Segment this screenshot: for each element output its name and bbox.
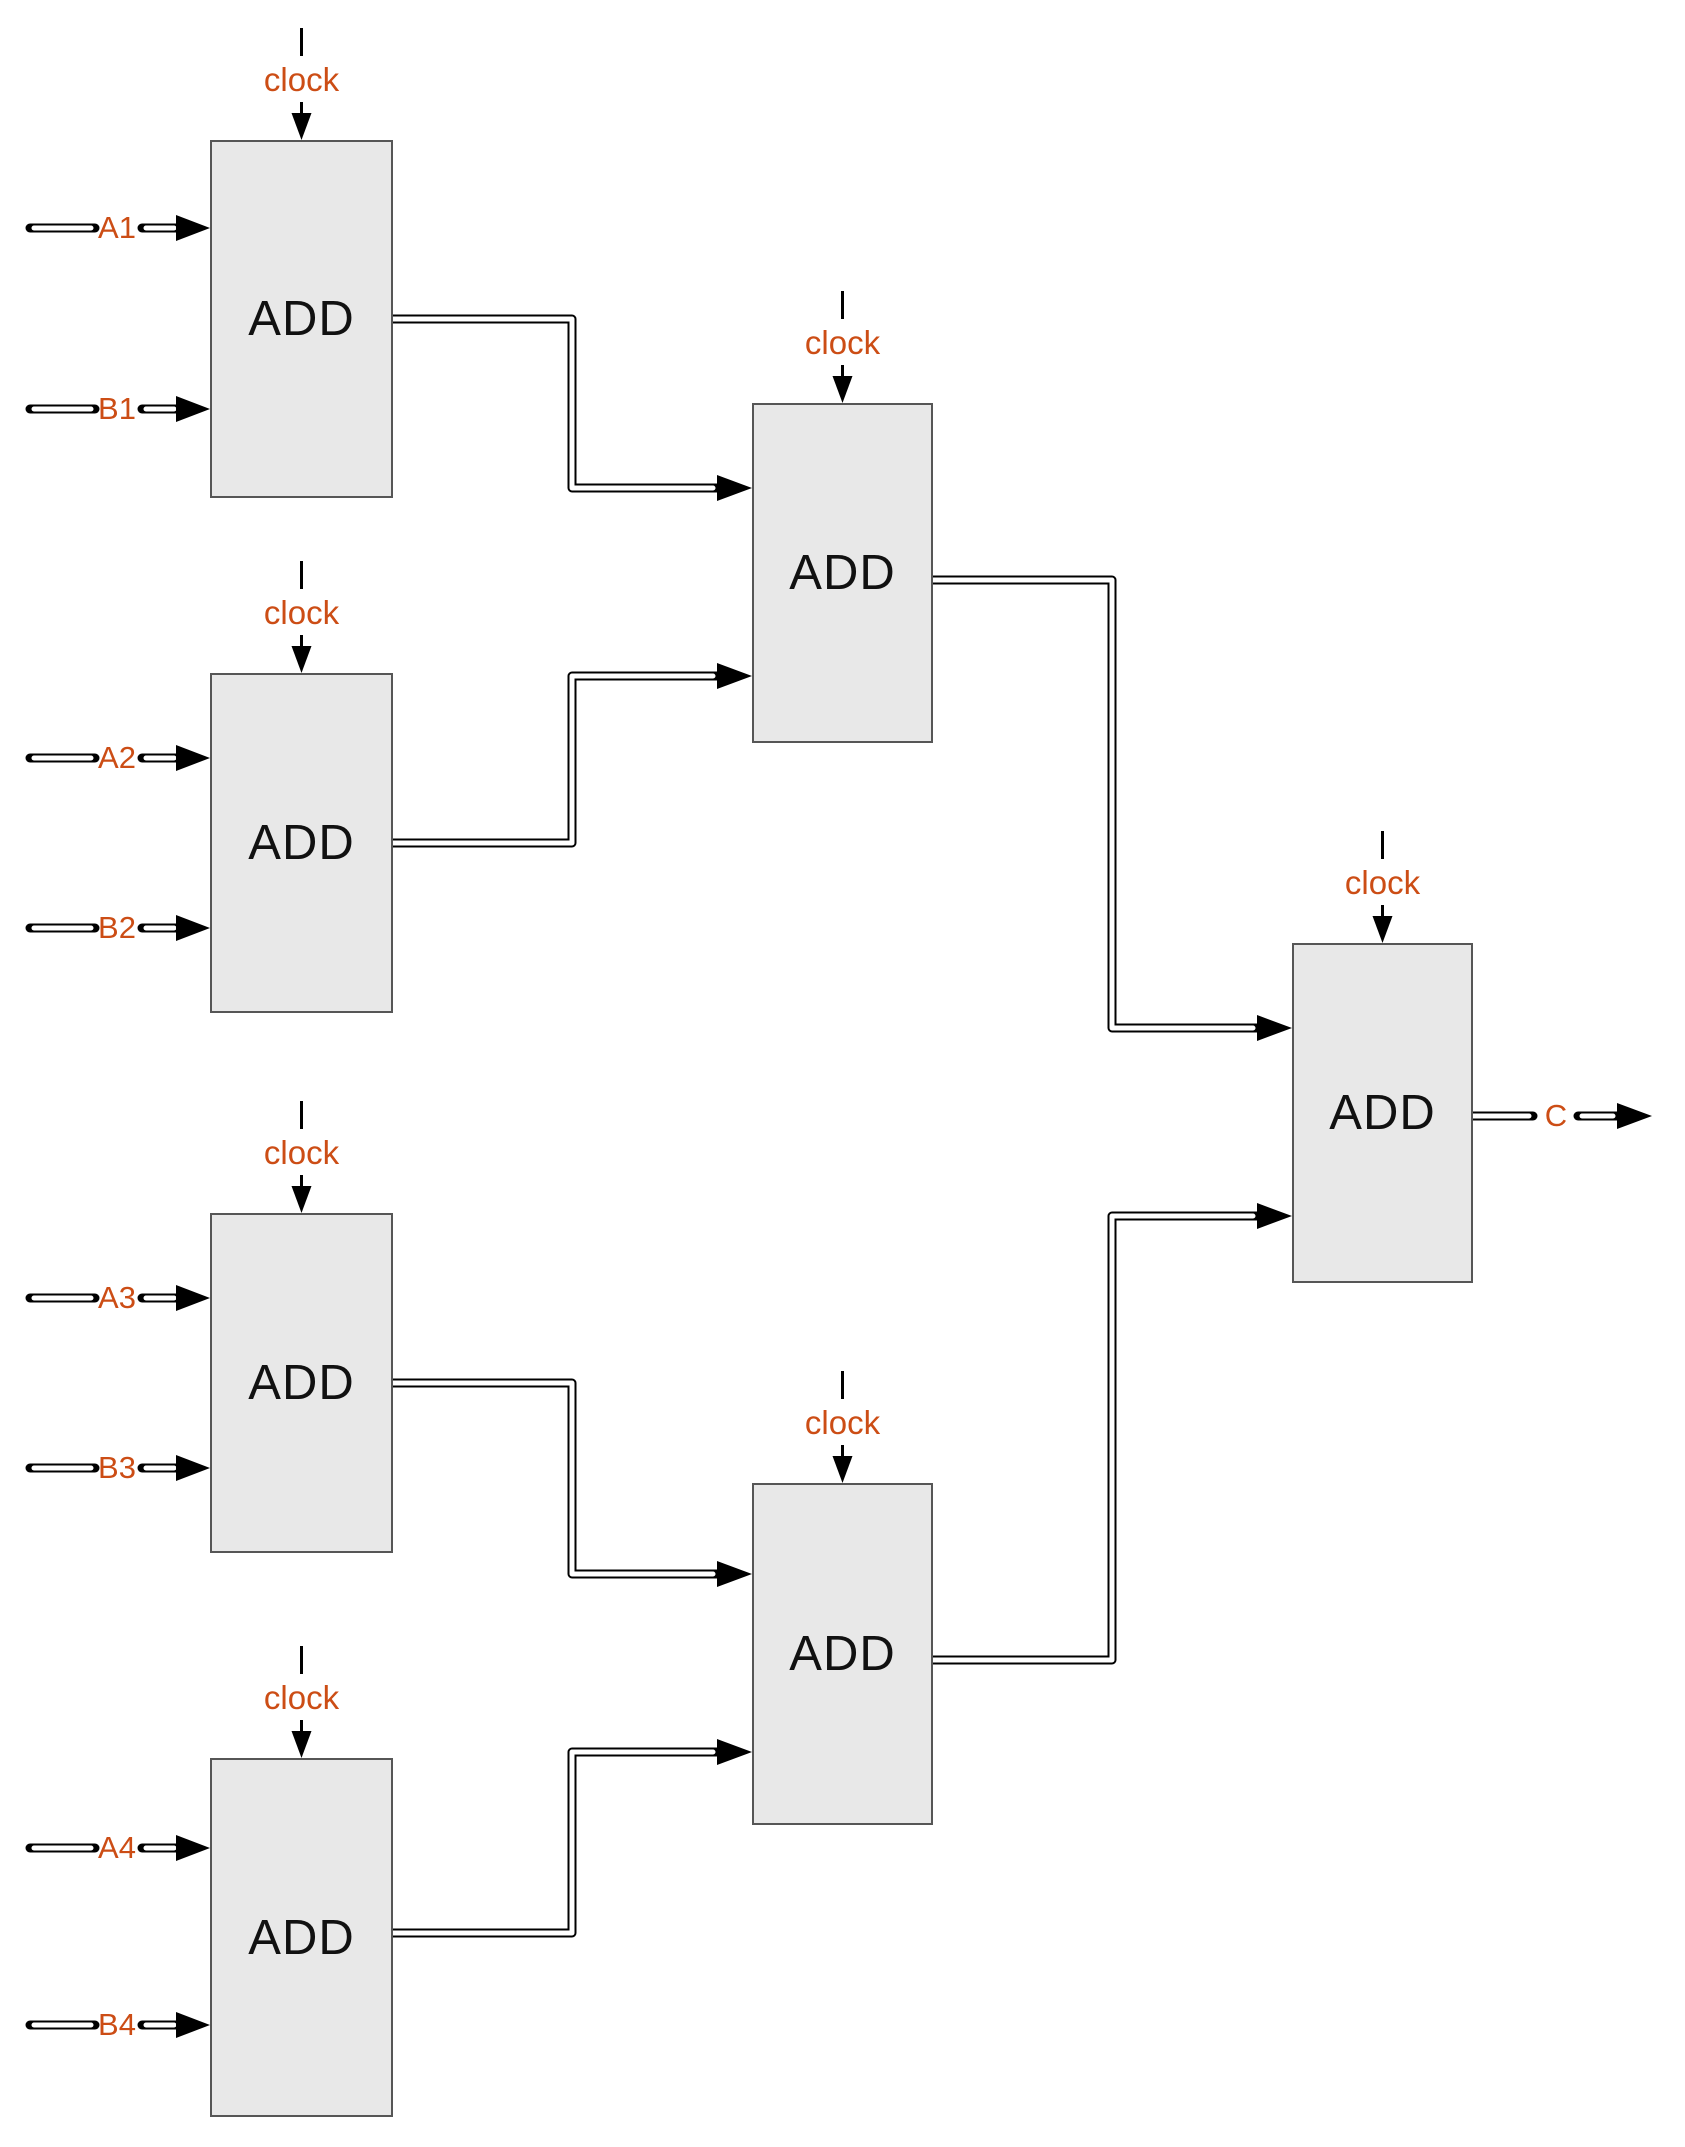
wire-add3-to-add6	[388, 1378, 752, 1587]
input-wire-a3	[25, 1285, 210, 1311]
add-block-3: ADD	[210, 1213, 393, 1553]
input-label-b2: B2	[98, 910, 136, 945]
add-block-4-label: ADD	[248, 1910, 355, 1965]
input-wire-b4	[25, 2012, 210, 2038]
clock-connector-add-3	[291, 1101, 312, 1213]
add-block-1: ADD	[210, 140, 393, 498]
add-block-5-label: ADD	[789, 546, 896, 600]
clock-connector-add-5	[832, 291, 853, 403]
clock-label-5: clock	[804, 324, 881, 361]
input-wire-b3	[25, 1455, 210, 1481]
output-wire-c	[1468, 1103, 1652, 1129]
add-block-3-label: ADD	[248, 1356, 355, 1410]
input-wire-b2	[25, 915, 210, 941]
input-wire-a2	[25, 745, 210, 771]
wire-add5-to-add7	[928, 575, 1292, 1041]
input-label-b3: B3	[98, 1450, 136, 1485]
input-label-a1: A1	[98, 210, 136, 245]
clock-connector-add-2	[291, 561, 312, 673]
output-label-c: C	[1544, 1098, 1568, 1133]
add-block-4: ADD	[210, 1758, 393, 2117]
wire-add2-to-add5	[388, 663, 752, 848]
wire-add4-to-add6	[388, 1739, 752, 1938]
clock-label-2: clock	[263, 594, 340, 631]
clock-label-7: clock	[1344, 864, 1421, 901]
clock-connector-add-4	[291, 1646, 312, 1758]
wire-add1-to-add5	[388, 314, 752, 501]
clock-label-3: clock	[263, 1134, 340, 1171]
add-block-6-label: ADD	[789, 1627, 896, 1681]
clock-connector-add-7	[1372, 831, 1393, 943]
add-block-7-label: ADD	[1329, 1086, 1436, 1140]
input-label-a4: A4	[98, 1830, 136, 1865]
input-wire-a1	[25, 215, 210, 241]
wire-add6-to-add7	[928, 1203, 1292, 1665]
add-block-5: ADD	[752, 403, 933, 743]
add-block-6: ADD	[752, 1483, 933, 1825]
input-wire-a4	[25, 1835, 210, 1861]
add-block-2: ADD	[210, 673, 393, 1013]
input-label-a3: A3	[98, 1280, 136, 1315]
clock-label-6: clock	[804, 1404, 881, 1441]
input-label-a2: A2	[98, 740, 136, 775]
add-block-1-label: ADD	[248, 292, 355, 346]
clock-connector-add-1	[291, 28, 312, 140]
add-block-2-label: ADD	[248, 816, 355, 870]
clock-label-1: clock	[263, 61, 340, 98]
input-wire-b1	[25, 396, 210, 422]
input-label-b4: B4	[98, 2007, 136, 2042]
clock-connector-add-6	[832, 1371, 853, 1483]
clock-label-4: clock	[263, 1679, 340, 1716]
add-block-7: ADD	[1292, 943, 1473, 1283]
input-label-b1: B1	[98, 391, 136, 426]
